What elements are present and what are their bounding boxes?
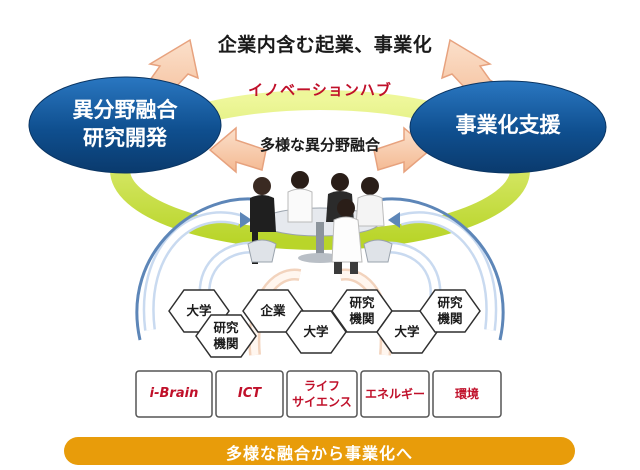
tile-5-frame <box>432 370 502 418</box>
curved-arrowhead-right <box>388 212 400 228</box>
tile-4-label: エネルギー <box>364 387 425 401</box>
hexagon-7 <box>419 289 481 333</box>
arrow-center-to-left-oval <box>208 126 267 174</box>
hexagon-1-label: 大学 <box>186 303 212 318</box>
meeting-illustration <box>247 171 393 274</box>
tile-1-frame <box>135 370 213 418</box>
hexagon-4-label: 大学 <box>303 324 329 339</box>
tile-4-frame <box>360 370 430 418</box>
hexagon-7-label: 研究 機関 <box>437 295 463 326</box>
hexagon-3-label: 企業 <box>260 303 286 318</box>
top-title: 企業内含む起業、事業化 <box>217 34 433 56</box>
tile-3-label: ライフ サイエンス <box>292 379 352 409</box>
hexagon-4 <box>285 310 347 354</box>
left-oval-text: 異分野融合 研究開発 <box>40 96 210 152</box>
hexagon-cluster <box>168 289 481 358</box>
innovation-hub-label: イノベーションハブ <box>248 81 392 99</box>
tile-3-frame <box>286 370 358 418</box>
center-label: 多様な異分野融合 <box>259 136 380 154</box>
right-oval-commercialization <box>409 80 607 174</box>
tile-2-label: ICT <box>237 386 262 401</box>
left-oval-line1: 異分野融合 <box>72 98 178 122</box>
bottom-banner <box>64 437 575 465</box>
field-tiles <box>135 370 502 418</box>
curved-arrowhead-left <box>240 212 252 228</box>
hexagon-5-label: 研究 機関 <box>349 295 375 326</box>
tile-5-label: 環境 <box>454 387 479 401</box>
right-oval-text: 事業化支援 <box>455 113 561 137</box>
hexagon-2 <box>195 314 257 358</box>
left-oval-line2: 研究開発 <box>83 126 167 150</box>
bottom-banner-text: 多様な融合から事業化へ <box>225 444 413 463</box>
left-oval-research <box>28 76 222 174</box>
hexagon-2-label: 研究 機関 <box>213 320 239 351</box>
hexagon-6-label: 大学 <box>394 324 420 339</box>
tile-2-frame <box>215 370 284 418</box>
tile-1-label: i-Brain <box>149 386 199 401</box>
